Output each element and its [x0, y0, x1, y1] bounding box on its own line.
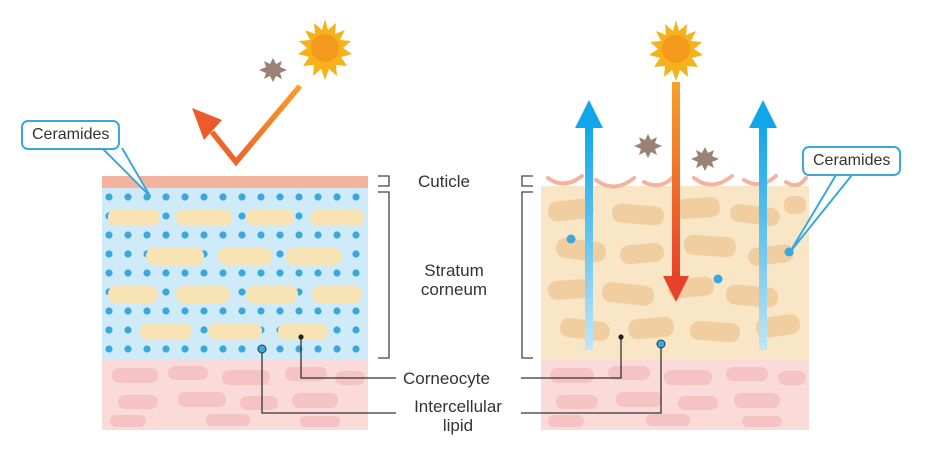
stratum-corneum-label: Stratum corneum	[406, 261, 502, 299]
uv-penetration-arrow-icon	[663, 82, 689, 302]
corneocytes-right	[547, 196, 806, 343]
stratum-corneum-line2: corneum	[420, 280, 488, 299]
intercellular-lipid-label: Intercellular lipid	[398, 397, 518, 435]
stratum-corneum-line1: Stratum	[424, 261, 484, 280]
intercellular-lipid-line2: lipid	[442, 416, 474, 435]
callout-pointers	[101, 147, 853, 253]
corneocytes-left	[108, 209, 364, 340]
dust-particle-icon	[259, 58, 719, 171]
reflected-arrow-icon	[192, 84, 303, 167]
dermis-cells-right	[548, 366, 806, 427]
sun-icon	[298, 19, 352, 80]
leader-endpoints	[257, 334, 666, 354]
brackets	[378, 175, 533, 359]
ceramides-callout-right: Ceramides	[802, 146, 902, 176]
moisture-loss-arrow-icon	[575, 100, 603, 350]
dermis-cells-left	[110, 366, 365, 427]
ceramides-callout-left: Ceramides	[21, 120, 121, 150]
moisture-loss-arrow-icon	[749, 100, 777, 350]
cuticle-label: Cuticle	[418, 172, 470, 191]
corneocyte-label: Corneocyte	[403, 369, 490, 388]
leader-lines	[261, 337, 662, 414]
intercellular-lipid-line1: Intercellular	[414, 397, 502, 416]
cuticle-layer-left	[102, 176, 368, 188]
left-skin-panel	[102, 176, 368, 430]
sun-icon	[649, 20, 703, 81]
